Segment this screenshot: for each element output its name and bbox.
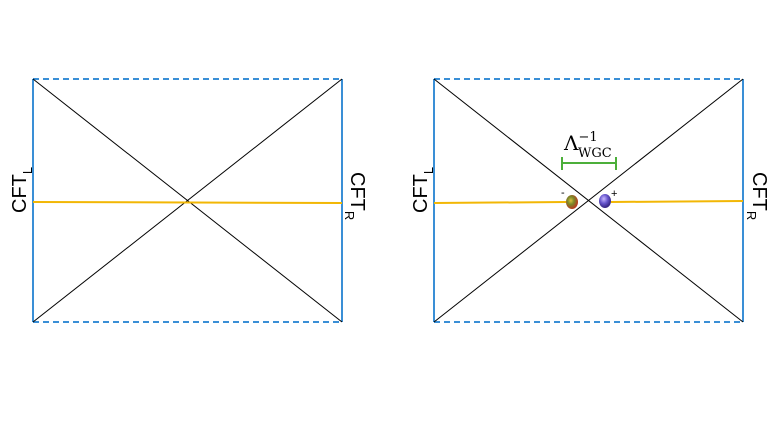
- svg-text:CFTR: CFTR: [342, 172, 368, 220]
- left-penrose-diagram: CFTL CFTR: [9, 78, 368, 323]
- right-diagonal-2: [433, 78, 744, 323]
- right-time-slice-right: [610, 200, 744, 203]
- wgc-label-base: Λ: [563, 131, 579, 155]
- left-diagonal-2: [32, 78, 343, 323]
- cft-base-text: CFT: [346, 172, 368, 211]
- cft-subscript-text: L: [20, 167, 35, 174]
- right-time-slice-left: [433, 201, 567, 204]
- cft-subscript-text: L: [421, 167, 436, 174]
- cft-subscript-text: R: [744, 211, 759, 220]
- plus-sign: +: [611, 188, 617, 200]
- left-time-slice: [32, 201, 343, 204]
- positive-particle: [599, 194, 611, 208]
- wgc-label-subscript: WGC: [578, 146, 612, 161]
- cft-base-text: CFT: [9, 174, 31, 213]
- left-cft-right-label: CFTR: [342, 172, 368, 220]
- cft-subscript-text: R: [342, 211, 357, 220]
- cft-base-text: CFT: [748, 172, 770, 211]
- right-cft-left-label: CFTL: [410, 167, 436, 213]
- svg-text:CFTR: CFTR: [744, 172, 770, 220]
- wgc-label-superscript: −1: [578, 130, 597, 145]
- cft-base-text: CFT: [410, 174, 432, 213]
- svg-text:CFTL: CFTL: [9, 167, 35, 213]
- minus-sign: -: [561, 187, 565, 199]
- wgc-length-bracket: [561, 157, 617, 170]
- left-cft-left-label: CFTL: [9, 167, 35, 213]
- right-cft-right-label: CFTR: [744, 172, 770, 220]
- negative-particle: [566, 195, 578, 209]
- svg-text:CFTL: CFTL: [410, 167, 436, 213]
